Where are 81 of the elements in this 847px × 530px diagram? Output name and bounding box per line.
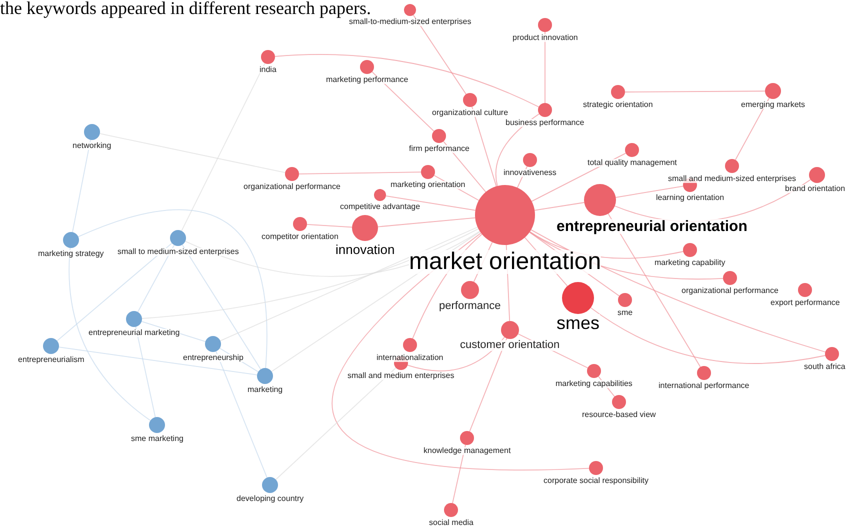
keyword-label: sme: [618, 309, 633, 317]
link-line: [412, 14, 467, 95]
link-line: [469, 338, 508, 432]
link-line: [275, 367, 396, 480]
keyword-label: learning orientation: [656, 194, 724, 202]
link-line: [181, 62, 266, 232]
link-line: [99, 133, 286, 174]
link-line: [734, 98, 770, 160]
keyword-label: internationalization: [376, 354, 444, 362]
keyword-label: organizational culture: [432, 109, 508, 117]
keyword-label: smes: [556, 314, 600, 332]
keyword-label: product innovation: [512, 34, 578, 42]
keyword-label: networking: [72, 142, 112, 150]
keyword-label: south africa: [804, 363, 846, 371]
keyword-label: business performance: [506, 119, 584, 127]
link-line: [68, 248, 151, 421]
link-line: [142, 228, 479, 319]
link-line: [608, 213, 701, 368]
keyword-label: resource-based view: [582, 411, 656, 419]
keyword-label: strategic orientation: [583, 101, 653, 109]
link-line: [615, 186, 684, 198]
link-line: [58, 346, 258, 376]
keyword-label: small to medium-sized enterprises: [118, 248, 239, 256]
keyword-label: emerging markets: [741, 101, 806, 109]
keyword-label: innovation: [336, 242, 395, 256]
keyword-label: entrepreneurship: [183, 354, 244, 362]
link-line: [216, 350, 268, 478]
link-line: [135, 326, 156, 418]
link-line: [385, 195, 476, 211]
body-text: the keywords appeared in different research papers.: [0, 0, 371, 18]
keyword-label: organizational performance: [682, 287, 778, 295]
keyword-label: marketing capabilities: [556, 380, 632, 388]
keyword-label: marketing orientation: [390, 181, 466, 189]
keyword-label: market orientation: [409, 250, 602, 274]
link-line: [137, 244, 175, 312]
link-line: [452, 444, 466, 504]
keyword-label: organizational performance: [244, 183, 340, 191]
keyword-label: developing country: [236, 495, 304, 503]
keyword-label: international performance: [658, 382, 750, 390]
keyword-label: marketing capability: [654, 259, 726, 267]
keyword-label: export performance: [770, 299, 840, 307]
keyword-label: india: [260, 66, 276, 74]
link-line: [220, 226, 478, 342]
keyword-label: entrepreneurialism: [18, 356, 84, 364]
keyword-label: innovativeness: [504, 169, 556, 177]
keyword-label: marketing strategy: [38, 250, 104, 258]
link-line: [624, 90, 766, 92]
link-line: [472, 106, 497, 187]
keyword-label: competitor orientation: [262, 233, 338, 241]
keyword-label: firm performance: [409, 145, 470, 153]
link-line: [495, 113, 540, 186]
link-line: [590, 307, 826, 364]
keyword-label: knowledge management: [424, 447, 511, 455]
keyword-label: small-to-medium-sized enterprises: [349, 18, 472, 26]
link-line: [56, 242, 172, 342]
keyword-label: corporate social responsibility: [544, 477, 648, 485]
keyword-label: marketing performance: [326, 76, 408, 84]
link-line: [534, 202, 585, 211]
keyword-label: entrepreneurial orientation: [556, 218, 748, 234]
link-line: [274, 54, 540, 108]
keyword-label: total quality management: [588, 159, 677, 167]
link-line: [332, 232, 590, 470]
link-line: [530, 229, 826, 352]
keyword-label: social media: [429, 519, 474, 527]
link-line: [377, 217, 476, 228]
keyword-label: competitive advantage: [340, 203, 420, 211]
keyword-label: sme marketing: [131, 435, 184, 443]
link-line: [372, 71, 434, 132]
keyword-label: marketing: [248, 386, 283, 394]
link-line: [78, 210, 268, 368]
keyword-label: customer orientation: [460, 340, 560, 350]
keyword-label: brand orientation: [785, 185, 846, 193]
keyword-label: small and medium-sized enterprises: [668, 175, 796, 183]
link-line: [182, 244, 262, 370]
link-line: [72, 139, 91, 233]
keyword-label: small and medium enterprises: [348, 372, 454, 380]
link-line: [544, 32, 546, 104]
keyword-label: entrepreneurial marketing: [88, 329, 180, 337]
link-line: [306, 224, 352, 228]
keyword-label: performance: [439, 300, 501, 312]
link-line: [298, 172, 422, 174]
